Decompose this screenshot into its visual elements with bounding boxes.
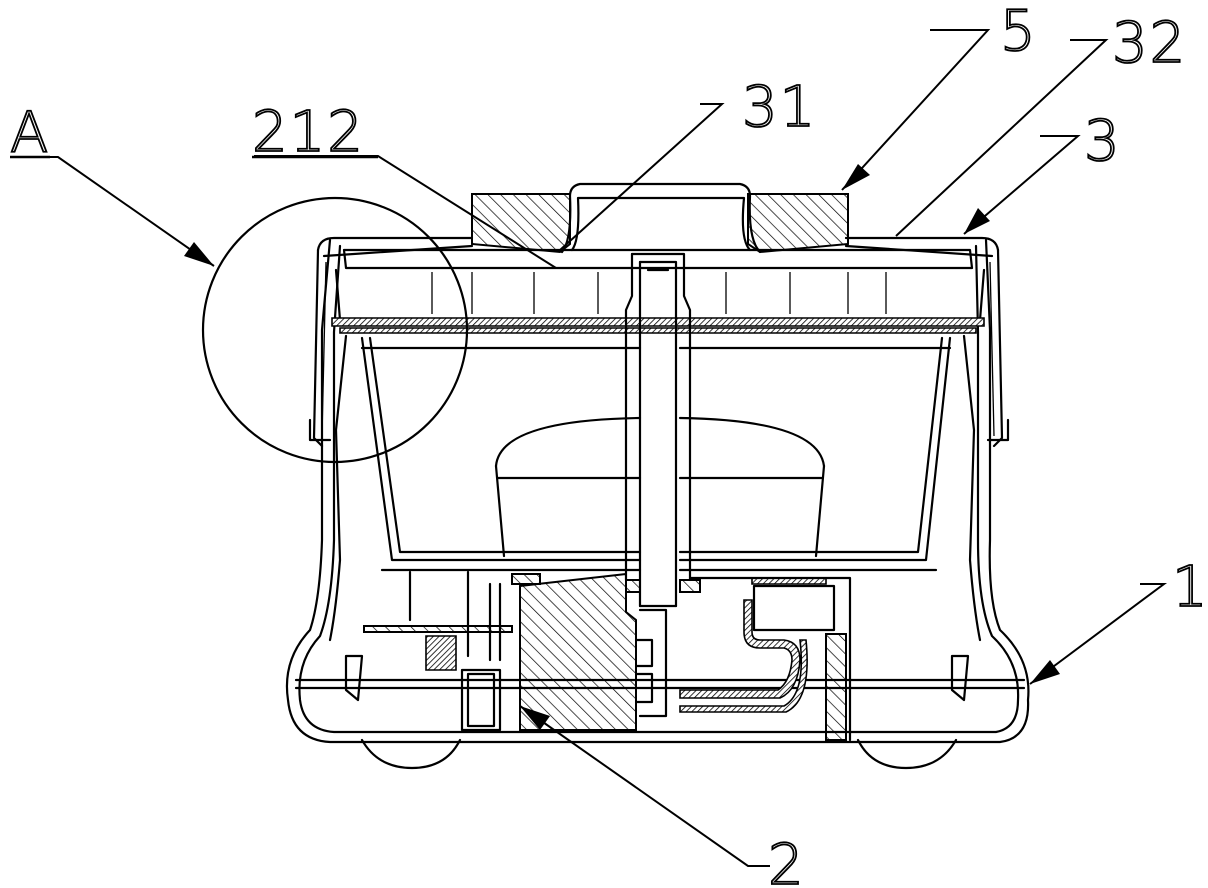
label-5: 5 [1000,0,1038,64]
central-shaft [626,254,690,606]
label-31: 31 [742,75,817,140]
pump-assembly [680,578,850,740]
label-1: 1 [1172,555,1208,620]
leader-lines [12,30,1164,866]
label-2: 2 [768,833,806,888]
callout-labels: A 212 31 5 32 3 1 2 [10,0,1208,888]
left-components [364,572,512,730]
label-3: 3 [1084,109,1122,174]
motor-block [512,574,700,730]
tray-ribs [432,272,886,314]
base-feet [362,740,956,768]
inner-bowl [362,338,950,570]
outer-housing [287,240,1029,742]
filter-dome [496,418,824,556]
label-32: 32 [1112,11,1187,76]
top-cap [472,184,848,252]
label-212: 212 [252,100,365,165]
